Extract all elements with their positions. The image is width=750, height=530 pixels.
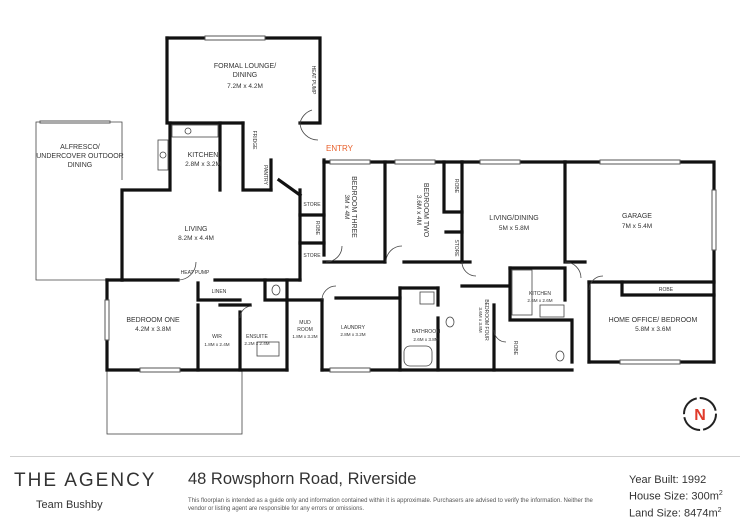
mud-room-name-1: MUD bbox=[299, 320, 311, 326]
bedroom-three-size: 3M x 4M bbox=[343, 195, 350, 220]
alfresco-name-3: DINING bbox=[68, 162, 93, 169]
property-facts: Year Built: 1992 House Size: 300m2 Land … bbox=[629, 474, 723, 520]
heat-pump-top-label: HEAT PUMP bbox=[310, 66, 316, 95]
land-size-unit-sup: 2 bbox=[717, 506, 722, 514]
bedroom-one-name: BEDROOM ONE bbox=[126, 317, 180, 324]
store-label-1: STORE bbox=[303, 202, 321, 208]
garage-size: 7M x 5.4M bbox=[622, 223, 652, 230]
robe-label-2: ROBE bbox=[453, 179, 459, 194]
laundry-size: 2.8M x 3.2M bbox=[340, 332, 365, 337]
robe-label-1: ROBE bbox=[314, 221, 320, 236]
store-label-3: STORE bbox=[453, 239, 459, 257]
agency-logo-text: THE AGENCY bbox=[14, 470, 157, 491]
bedroom-one-size: 4.2M x 3.8M bbox=[135, 326, 171, 333]
footer-divider bbox=[10, 456, 740, 457]
compass-rose: N bbox=[683, 397, 717, 431]
alfresco-name-1: ALFRESCO/ bbox=[60, 144, 100, 151]
alfresco-name-2: UNDERCOVER OUTDOOR bbox=[36, 153, 124, 160]
land-size-value: Land Size: 8474m bbox=[629, 507, 718, 520]
living-name: LIVING bbox=[185, 226, 208, 233]
carport-outline bbox=[106, 369, 243, 435]
ensuite-size: 2.2M x 2.4M bbox=[244, 341, 269, 346]
floor-plan: FORMAL LOUNGE/ DINING 7.2M x 4.2M ALFRES… bbox=[35, 35, 717, 435]
kitchen-small-name: KITCHEN bbox=[529, 291, 551, 297]
bedroom-four-size: 3.6M x 3.8M bbox=[478, 307, 483, 332]
kitchen-main-name: KITCHEN bbox=[188, 152, 219, 159]
pantry-label: PANTRY bbox=[262, 165, 268, 185]
bathroom-fixtures bbox=[256, 284, 565, 367]
garage-name: GARAGE bbox=[622, 213, 652, 220]
house-size-unit-sup: 2 bbox=[718, 490, 723, 497]
mud-room-name-2: ROOM bbox=[297, 327, 313, 333]
windows bbox=[39, 35, 717, 373]
house-size-value: House Size: 300m bbox=[629, 490, 719, 503]
wir-name: WIR bbox=[212, 334, 222, 340]
team-name: Team Bushby bbox=[36, 499, 103, 511]
ensuite-name: ENSUITE bbox=[246, 334, 268, 340]
bedroom-three-name: BEDROOM THREE bbox=[350, 176, 357, 238]
floorplan-disclaimer: This floorplan is intended as a guide on… bbox=[188, 498, 593, 512]
living-size: 8.2M x 4.4M bbox=[178, 235, 214, 242]
wir-size: 1.8M x 2.4M bbox=[204, 342, 229, 347]
bedroom-two-name: BEDROOM TWO bbox=[422, 183, 429, 238]
robe-garage-label: ROBE bbox=[659, 287, 674, 293]
linen-label: LINEN bbox=[212, 289, 227, 295]
bedroom-two-size: 3.6M x 4M bbox=[415, 195, 422, 225]
property-address: 48 Rowsphorn Road, Riverside bbox=[188, 470, 417, 488]
compass-north-letter: N bbox=[694, 407, 706, 424]
store-label-2: STORE bbox=[303, 253, 321, 259]
kitchen-small-size: 2.6M x 2.6M bbox=[527, 298, 552, 303]
heat-pump-living-label: HEAT PUMP bbox=[181, 270, 210, 276]
bedroom-four-name: BEDROOM FOUR bbox=[483, 299, 489, 341]
home-office-size: 5.8M x 3.6M bbox=[635, 326, 671, 333]
door-swings bbox=[177, 109, 604, 343]
land-size: Land Size: 8474m2 bbox=[629, 504, 723, 521]
fridge-label: FRIDGE bbox=[251, 131, 257, 151]
living-dining-name: LIVING/DINING bbox=[489, 215, 538, 222]
robe-label-3: ROBE bbox=[512, 341, 518, 356]
year-built: Year Built: 1992 bbox=[629, 474, 707, 486]
formal-lounge-name-1: FORMAL LOUNGE/ bbox=[214, 63, 276, 70]
formal-lounge-name-2: DINING bbox=[233, 72, 258, 79]
entry-label: ENTRY bbox=[326, 144, 354, 153]
bathroom-size: 2.6M x 3.8M bbox=[413, 337, 438, 342]
home-office-name: HOME OFFICE/ BEDROOM bbox=[609, 317, 698, 324]
kitchen-benches bbox=[157, 124, 565, 318]
laundry-name: LAUNDRY bbox=[341, 325, 365, 331]
house-size: House Size: 300m2 bbox=[629, 487, 723, 504]
mud-room-size: 1.8M x 3.2M bbox=[292, 334, 317, 339]
formal-lounge-size: 7.2M x 4.2M bbox=[227, 83, 263, 90]
living-dining-size: 5M x 5.8M bbox=[499, 225, 529, 232]
bathroom-name: BATHROOM bbox=[412, 329, 441, 335]
alfresco-outline bbox=[35, 121, 123, 281]
kitchen-main-size: 2.8M x 3.2M bbox=[185, 161, 221, 168]
